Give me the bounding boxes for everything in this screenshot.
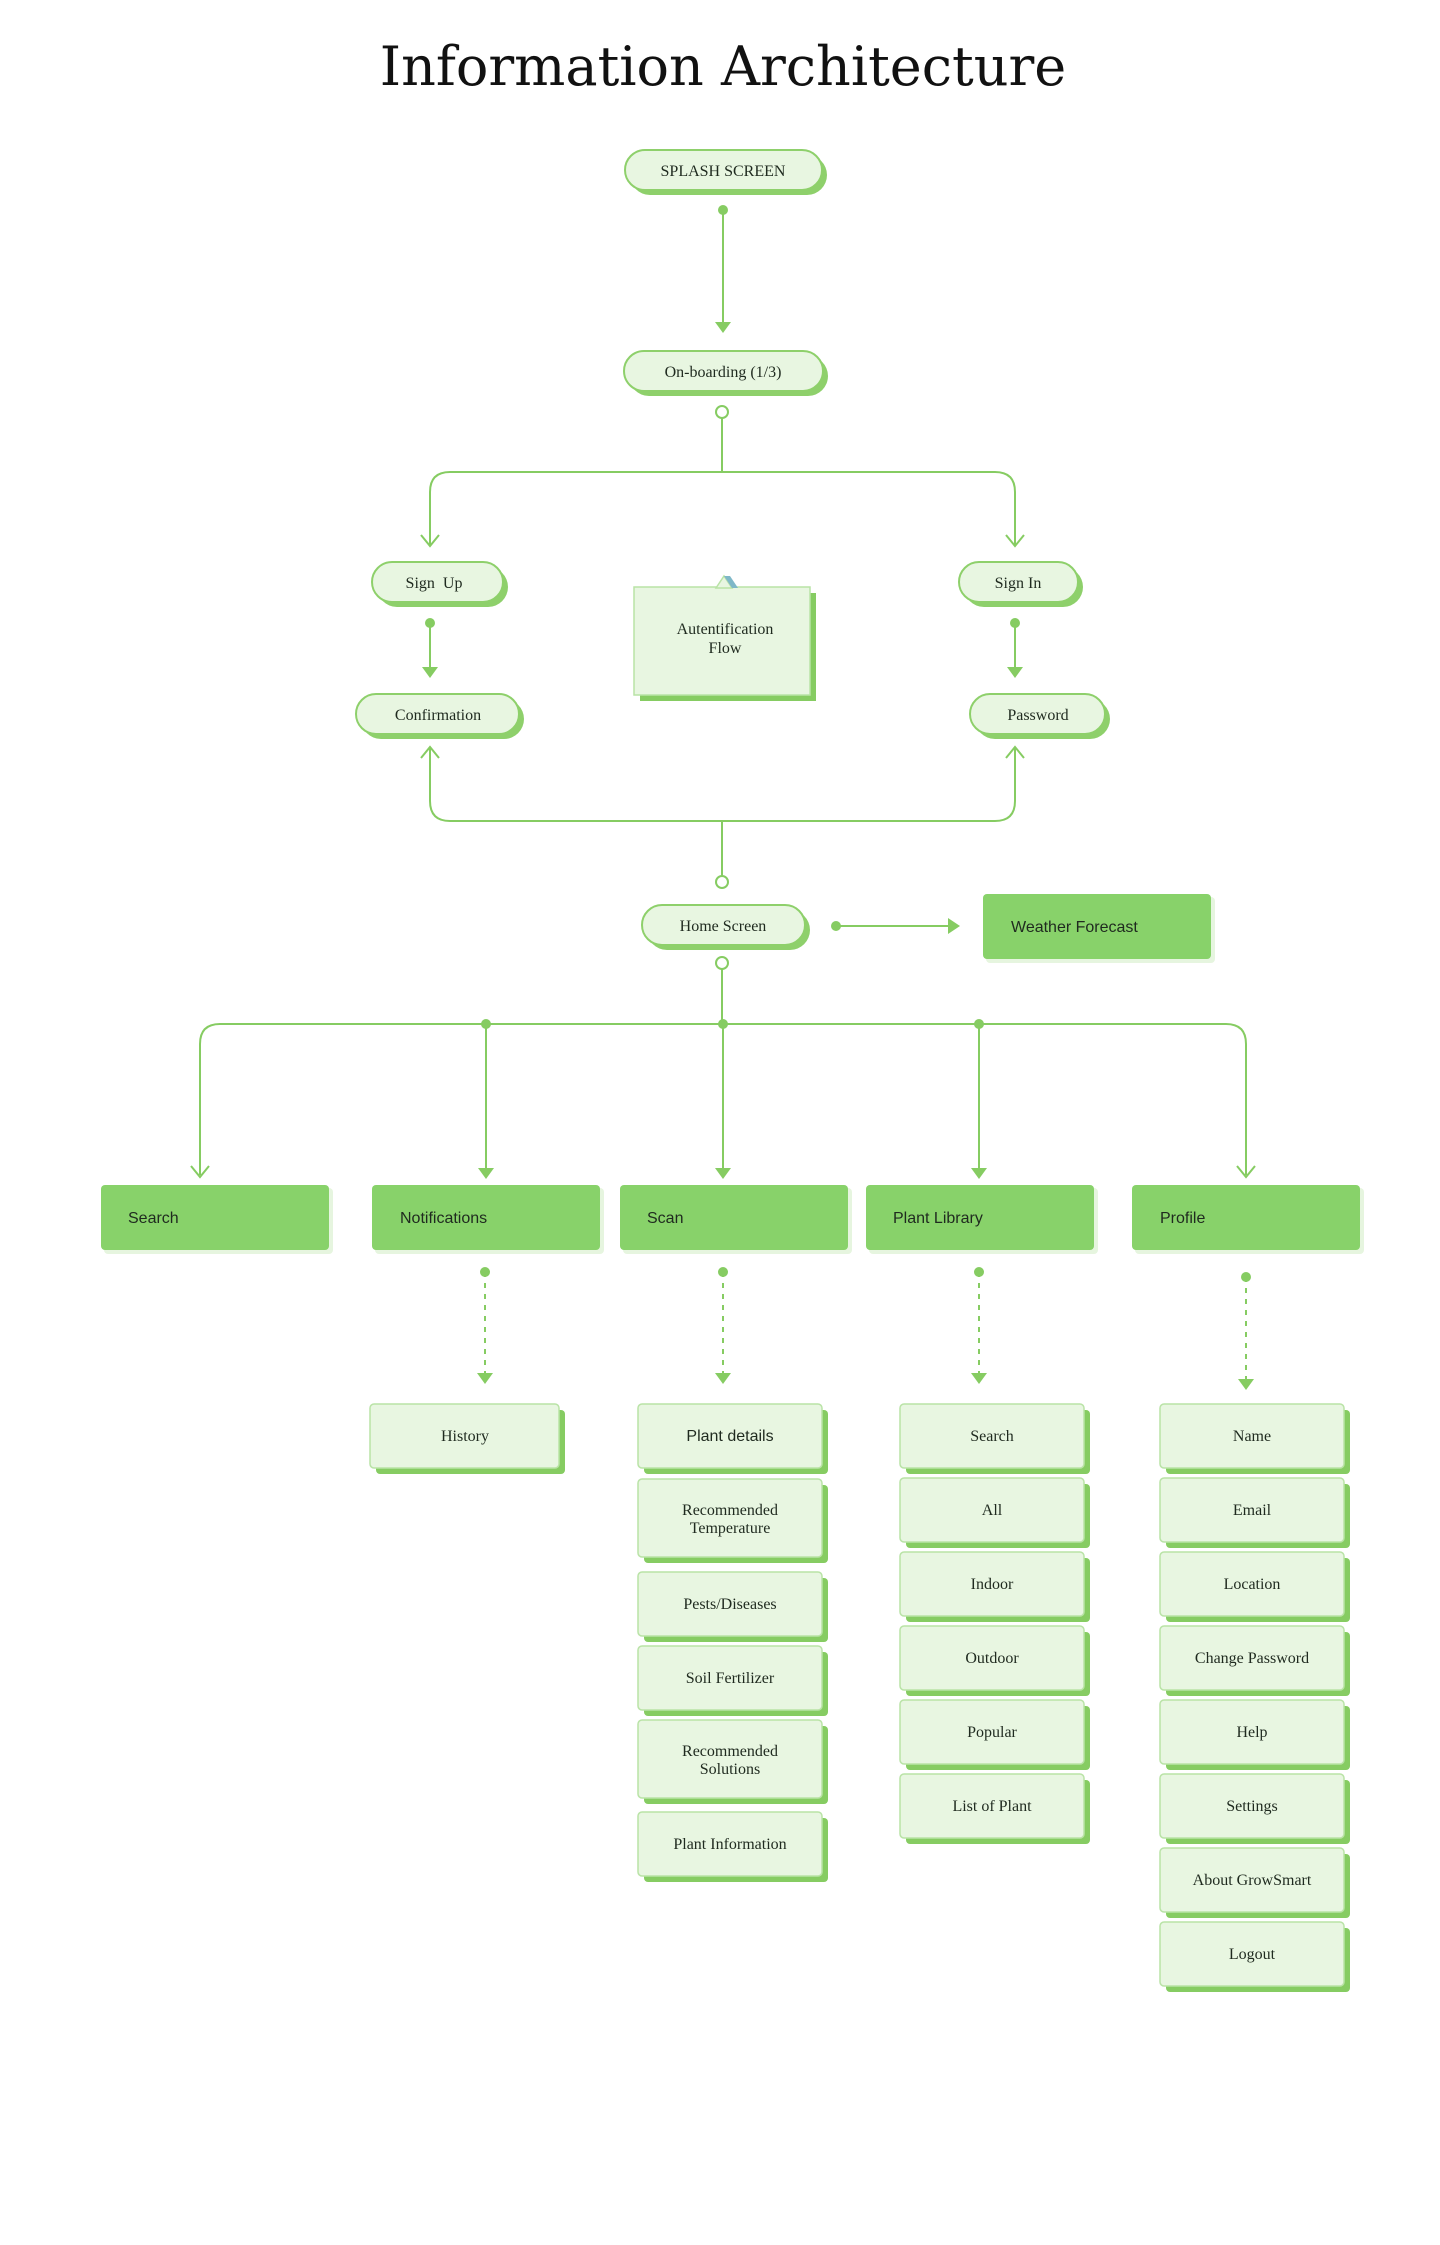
scan-section-node[interactable]: Scan: [620, 1185, 852, 1254]
authentication-flow-line1: Autentification: [677, 621, 774, 638]
onboarding-node[interactable]: On-boarding (1/3): [623, 350, 828, 396]
list-item-label: Soil Fertilizer: [686, 1670, 775, 1687]
notifications-section-label: Notifications: [400, 1210, 487, 1227]
list-item-library-search[interactable]: Search: [899, 1403, 1090, 1474]
list-item-library-indoor[interactable]: Indoor: [899, 1551, 1090, 1622]
list-item-pests-diseases[interactable]: Pests/Diseases: [637, 1571, 828, 1642]
list-item-label: Email: [1233, 1502, 1272, 1519]
list-item-label: Outdoor: [965, 1650, 1019, 1667]
sign-in-label: Sign In: [995, 575, 1042, 592]
confirmation-label: Confirmation: [395, 707, 481, 724]
list-item-label: Help: [1236, 1724, 1267, 1741]
splash-screen-label: SPLASH SCREEN: [661, 163, 786, 180]
list-item-label: Plant details: [686, 1428, 773, 1445]
search-section-label: Search: [128, 1210, 179, 1227]
plant-library-section-label: Plant Library: [893, 1210, 983, 1227]
authentication-flow-line2: Flow: [709, 640, 742, 657]
list-item-library-all[interactable]: All: [899, 1477, 1090, 1548]
profile-section-node[interactable]: Profile: [1132, 1185, 1364, 1254]
sign-up-label: Sign Up: [406, 575, 463, 592]
list-item-label-line1: Recommended: [682, 1502, 778, 1519]
list-item-profile-name[interactable]: Name: [1159, 1403, 1350, 1474]
list-item-label: Logout: [1229, 1946, 1276, 1963]
list-item-label: History: [441, 1428, 489, 1445]
list-item-recommended-temperature[interactable]: Recommended Temperature: [637, 1478, 828, 1563]
onboarding-label: On-boarding (1/3): [665, 364, 782, 381]
list-item-label: About GrowSmart: [1193, 1872, 1312, 1889]
notifications-list: History: [369, 1403, 565, 1474]
list-item-library-outdoor[interactable]: Outdoor: [899, 1625, 1090, 1696]
weather-forecast-label: Weather Forecast: [1011, 919, 1138, 936]
list-item-label: Pests/Diseases: [683, 1596, 776, 1613]
list-item-history[interactable]: History: [369, 1403, 565, 1474]
page-title: Information Architecture: [380, 35, 1067, 98]
list-item-profile-about[interactable]: About GrowSmart: [1159, 1847, 1350, 1918]
list-item-recommended-solutions[interactable]: Recommended Solutions: [637, 1719, 828, 1804]
list-item-library-popular[interactable]: Popular: [899, 1699, 1090, 1770]
password-label: Password: [1007, 707, 1068, 724]
list-item-label: Popular: [967, 1724, 1017, 1741]
profile-list: Name Email Location Change Password Help…: [1159, 1403, 1350, 1992]
list-item-label: Settings: [1226, 1798, 1278, 1815]
list-item-label: Indoor: [971, 1576, 1014, 1593]
home-screen-label: Home Screen: [680, 918, 767, 935]
list-item-label: Name: [1233, 1428, 1271, 1445]
list-item-library-list-of-plant[interactable]: List of Plant: [899, 1773, 1090, 1844]
scan-section-label: Scan: [647, 1210, 683, 1227]
list-item-label: Change Password: [1195, 1650, 1309, 1667]
list-item-profile-logout[interactable]: Logout: [1159, 1921, 1350, 1992]
list-item-profile-email[interactable]: Email: [1159, 1477, 1350, 1548]
list-item-label: Plant Information: [673, 1836, 786, 1853]
connectors: [190, 205, 1256, 1390]
list-item-profile-change-password[interactable]: Change Password: [1159, 1625, 1350, 1696]
list-item-soil-fertilizer[interactable]: Soil Fertilizer: [637, 1645, 828, 1716]
plant-library-section-node[interactable]: Plant Library: [866, 1185, 1098, 1254]
scan-list: Plant details Recommended Temperature Pe…: [637, 1403, 828, 1882]
confirmation-node[interactable]: Confirmation: [355, 693, 524, 739]
list-item-label: Location: [1224, 1576, 1281, 1593]
plant-library-list: Search All Indoor Outdoor Popular List o…: [899, 1403, 1090, 1844]
splash-screen-node[interactable]: SPLASH SCREEN: [624, 149, 827, 195]
list-item-profile-settings[interactable]: Settings: [1159, 1773, 1350, 1844]
authentication-flow-note: Autentification Flow: [633, 574, 816, 701]
list-item-profile-location[interactable]: Location: [1159, 1551, 1350, 1622]
list-item-profile-help[interactable]: Help: [1159, 1699, 1350, 1770]
list-item-label-line2: Temperature: [690, 1520, 771, 1537]
list-item-plant-details[interactable]: Plant details: [637, 1403, 828, 1474]
home-screen-node[interactable]: Home Screen: [641, 904, 810, 950]
list-item-label-line2: Solutions: [700, 1761, 760, 1778]
list-item-label-line1: Recommended: [682, 1743, 778, 1760]
list-item-label: Search: [970, 1428, 1014, 1445]
list-item-plant-information[interactable]: Plant Information: [637, 1811, 828, 1882]
sign-in-node[interactable]: Sign In: [958, 561, 1083, 607]
password-node[interactable]: Password: [969, 693, 1110, 739]
list-item-label: All: [982, 1502, 1003, 1519]
list-item-label: List of Plant: [952, 1798, 1032, 1815]
profile-section-label: Profile: [1160, 1210, 1205, 1227]
weather-forecast-node[interactable]: Weather Forecast: [983, 894, 1215, 963]
notifications-section-node[interactable]: Notifications: [372, 1185, 604, 1254]
search-section-node[interactable]: Search: [101, 1185, 333, 1254]
sign-up-node[interactable]: Sign Up: [371, 561, 508, 607]
